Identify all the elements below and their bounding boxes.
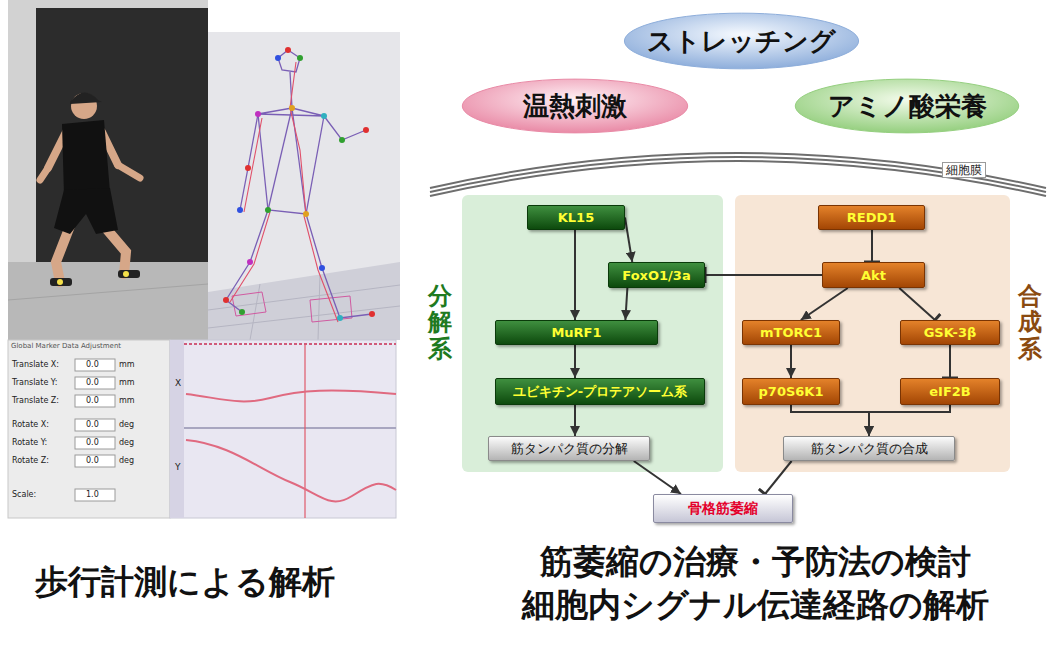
field-value: 0.0 <box>86 396 99 406</box>
activation-arrow <box>574 230 576 320</box>
synthesis-box: Akt <box>822 262 925 288</box>
node-label: アミノ酸栄養 <box>828 89 987 124</box>
field-value: 0.0 <box>86 378 99 388</box>
panel-title: Global Marker Data Adjustment <box>11 342 121 350</box>
inhibition-connector <box>765 461 792 494</box>
panel-heading: 分解系 <box>428 283 452 362</box>
field-unit: deg <box>119 438 134 448</box>
node-label: eIF2B <box>929 384 971 399</box>
degradation-box: ユビキチン-プロテアソーム系 <box>495 378 705 405</box>
activation-arrow <box>790 345 792 378</box>
node-label: ストレッチング <box>647 24 836 59</box>
field-name: Translate Z: <box>12 396 59 406</box>
activation-arrow <box>625 218 632 263</box>
field-name: Rotate Y: <box>12 438 47 448</box>
node-label: 筋タンパク質の合成 <box>811 440 928 458</box>
degradation-box: MuRF1 <box>495 320 658 345</box>
field-name: Rotate X: <box>12 420 49 430</box>
node-label: FoxO1/3a <box>622 268 690 283</box>
activation-arrow <box>869 405 950 436</box>
node-label: KL15 <box>558 210 594 225</box>
synthesis-box: p70S6K1 <box>742 378 840 405</box>
field-name: Rotate Z: <box>12 456 49 466</box>
node-label: 筋タンパク質の分解 <box>511 440 628 458</box>
field-value: 1.0 <box>86 490 99 500</box>
activation-arrow <box>574 345 576 378</box>
inhibition-connector <box>871 230 873 262</box>
membrane-label: 細胞膜 <box>942 162 986 178</box>
stimulus-ellipse: 温熱刺激 <box>460 78 690 134</box>
left-caption: 歩行計測による解析 <box>35 562 335 602</box>
field-unit: mm <box>119 378 135 388</box>
stimulus-ellipse: アミノ酸栄養 <box>793 78 1021 134</box>
activation-arrow <box>791 405 869 436</box>
field-name: Translate Y: <box>12 378 57 388</box>
activation-arrow <box>801 288 848 320</box>
degradation-box: KL15 <box>527 205 625 230</box>
synthesis-box: mTORC1 <box>742 320 840 345</box>
node-label: 温熱刺激 <box>523 89 627 124</box>
result-box: 筋タンパク質の分解 <box>488 436 650 461</box>
inhibition-connector <box>949 345 951 378</box>
activation-arrow <box>574 405 576 436</box>
activation-arrow <box>625 288 627 320</box>
axis-letter: Y <box>175 462 181 473</box>
motion-capture-view <box>208 32 400 340</box>
node-label: ユビキチン-プロテアソーム系 <box>513 383 687 401</box>
inhibition-connector <box>705 274 822 276</box>
field-unit: deg <box>119 420 134 430</box>
field-name: Translate X: <box>12 360 59 370</box>
activation-arrow <box>634 461 681 494</box>
synthesis-box: eIF2B <box>900 378 1000 405</box>
field-unit: deg <box>119 456 134 466</box>
software-panel <box>8 340 396 518</box>
node-label: REDD1 <box>847 210 897 225</box>
node-label: 骨格筋萎縮 <box>688 500 758 518</box>
right-caption: 筋萎縮の治療・予防法の検討 細胞内シグナル伝達経路の解析 <box>490 541 1020 627</box>
node-label: p70S6K1 <box>759 384 824 399</box>
pathway-panel: 合成系REDD1AktmTORC1GSK-3βp70S6K1eIF2B筋タンパク… <box>735 195 1010 472</box>
pathway-panel: 分解系KL15FoxO1/3aMuRF1ユビキチン-プロテアソーム系筋タンパク質… <box>462 195 723 472</box>
field-unit: mm <box>119 360 135 370</box>
panel-heading: 合成系 <box>1018 283 1042 362</box>
outcome-box: 骨格筋萎縮 <box>653 494 793 523</box>
field-value: 0.0 <box>86 360 99 370</box>
axis-letter: X <box>175 378 181 389</box>
inhibition-connector <box>899 288 935 320</box>
field-value: 0.0 <box>86 438 99 448</box>
synthesis-box: REDD1 <box>818 205 925 230</box>
node-label: mTORC1 <box>760 325 822 340</box>
degradation-box: FoxO1/3a <box>608 262 705 288</box>
field-unit: mm <box>119 396 135 406</box>
field-name: Scale: <box>12 490 36 500</box>
node-label: MuRF1 <box>551 325 601 340</box>
node-label: Akt <box>861 268 886 283</box>
cell-membrane <box>430 153 1046 196</box>
result-box: 筋タンパク質の合成 <box>783 436 955 461</box>
synthesis-box: GSK-3β <box>900 320 1000 345</box>
field-value: 0.0 <box>86 456 99 466</box>
field-value: 0.0 <box>86 420 99 430</box>
walking-photo <box>8 0 208 340</box>
node-label: GSK-3β <box>924 325 977 340</box>
stimulus-ellipse: ストレッチング <box>622 12 861 70</box>
